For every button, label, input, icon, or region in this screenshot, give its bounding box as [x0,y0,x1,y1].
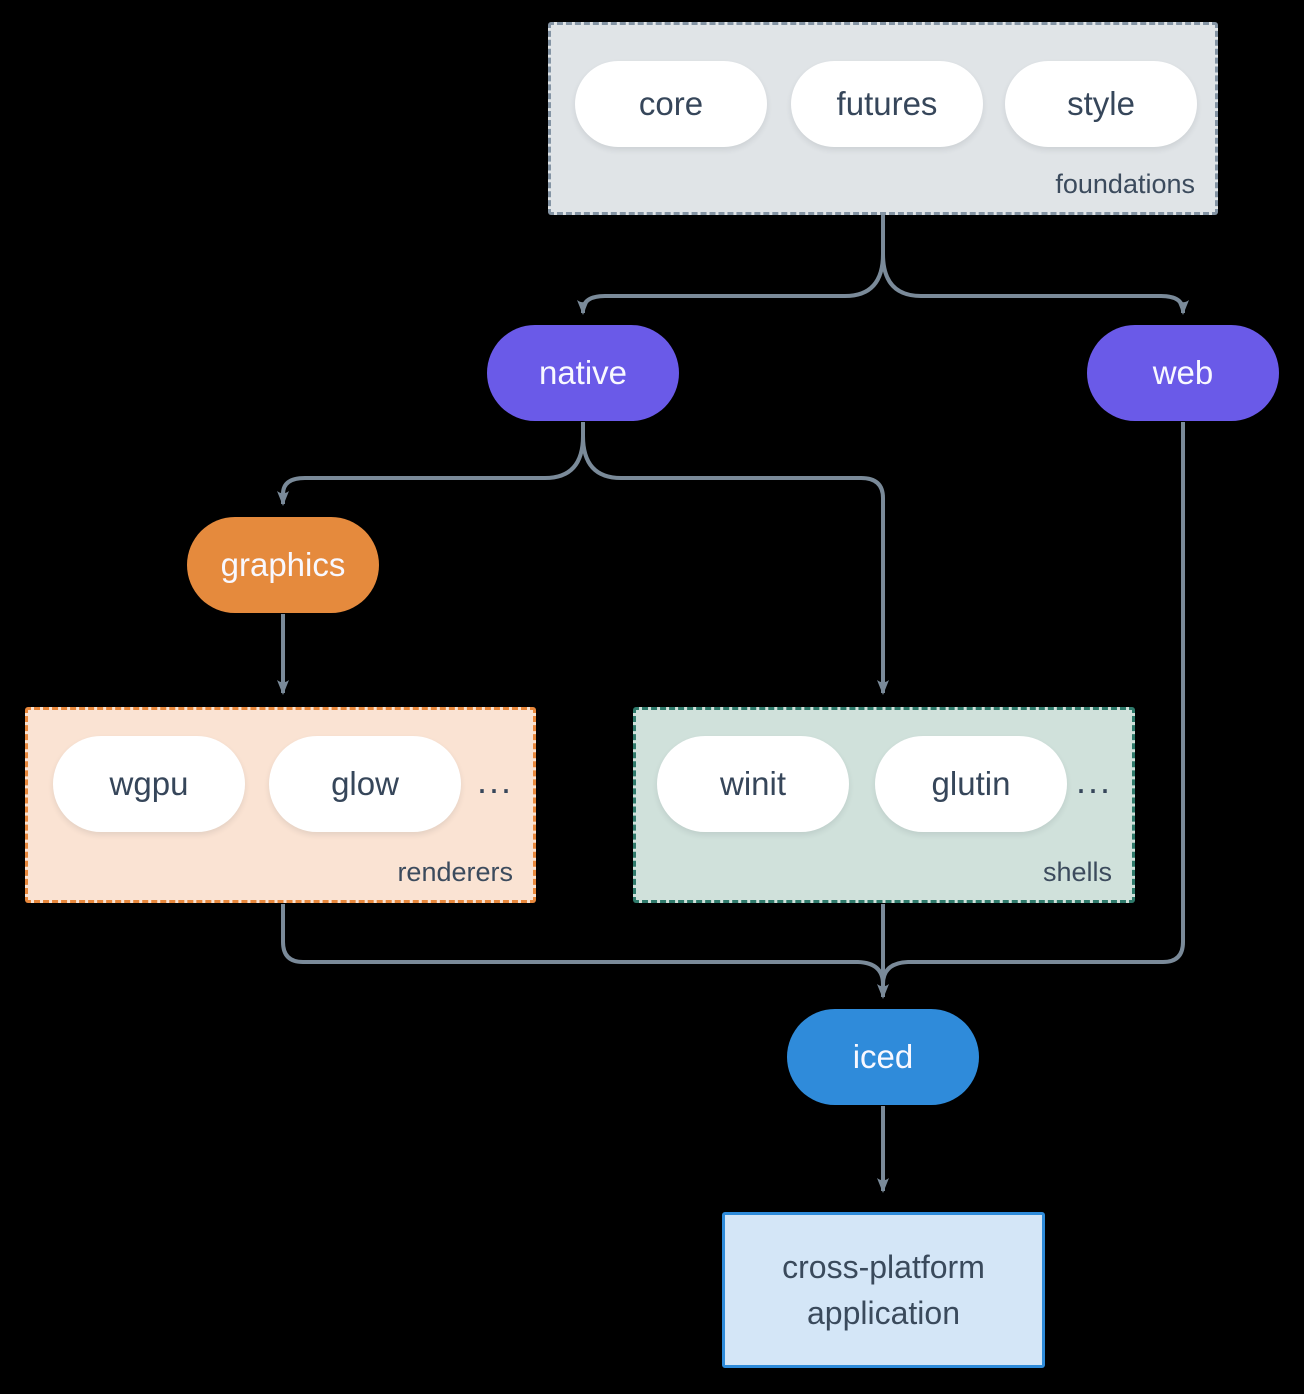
edge-native-graphics [277,435,585,506]
node-iced-label: iced [852,1038,914,1075]
edge-foundations-native [577,253,885,315]
pill-glutin-label: glutin [931,765,1011,802]
foundations-group: core futures style foundations [548,22,1218,215]
pill-wgpu-label: wgpu [109,765,189,802]
foundations-group-label: foundations [1055,169,1195,199]
pill-glow: glow [269,736,461,832]
node-graphics: graphics [187,517,379,613]
pill-winit: winit [657,736,849,832]
pill-core: core [575,61,767,147]
edge-foundations-web [881,253,1189,315]
shells-group-label: shells [1042,857,1112,887]
pill-wgpu: wgpu [53,736,245,832]
app-label-line2: application [807,1295,960,1331]
edge-native-shells [581,435,889,695]
shells-group: winit glutin ... shells [633,707,1135,903]
edge-web-merge [881,422,1185,985]
node-web: web [1087,325,1279,421]
node-native: native [487,325,679,421]
cross-platform-application-box: cross-platform application [722,1212,1045,1368]
node-native-label: native [538,354,628,391]
pill-style: style [1005,61,1197,147]
pill-style-label: style [1067,85,1135,122]
renderers-ellipsis: ... [476,760,513,801]
renderers-group-label: renderers [397,857,513,887]
node-graphics-label: graphics [220,546,346,583]
shells-ellipsis: ... [1075,760,1112,801]
pill-futures: futures [791,61,983,147]
renderers-group: wgpu glow ... renderers [25,707,536,903]
edge-renderers-merge [281,904,885,985]
node-web-label: web [1152,354,1214,391]
app-label-line1: cross-platform [782,1248,985,1285]
pill-glutin: glutin [875,736,1067,832]
pill-glow-label: glow [331,765,399,802]
node-iced: iced [787,1009,979,1105]
pill-core-label: core [638,85,704,122]
pill-winit-label: winit [719,765,787,802]
pill-futures-label: futures [836,85,938,122]
